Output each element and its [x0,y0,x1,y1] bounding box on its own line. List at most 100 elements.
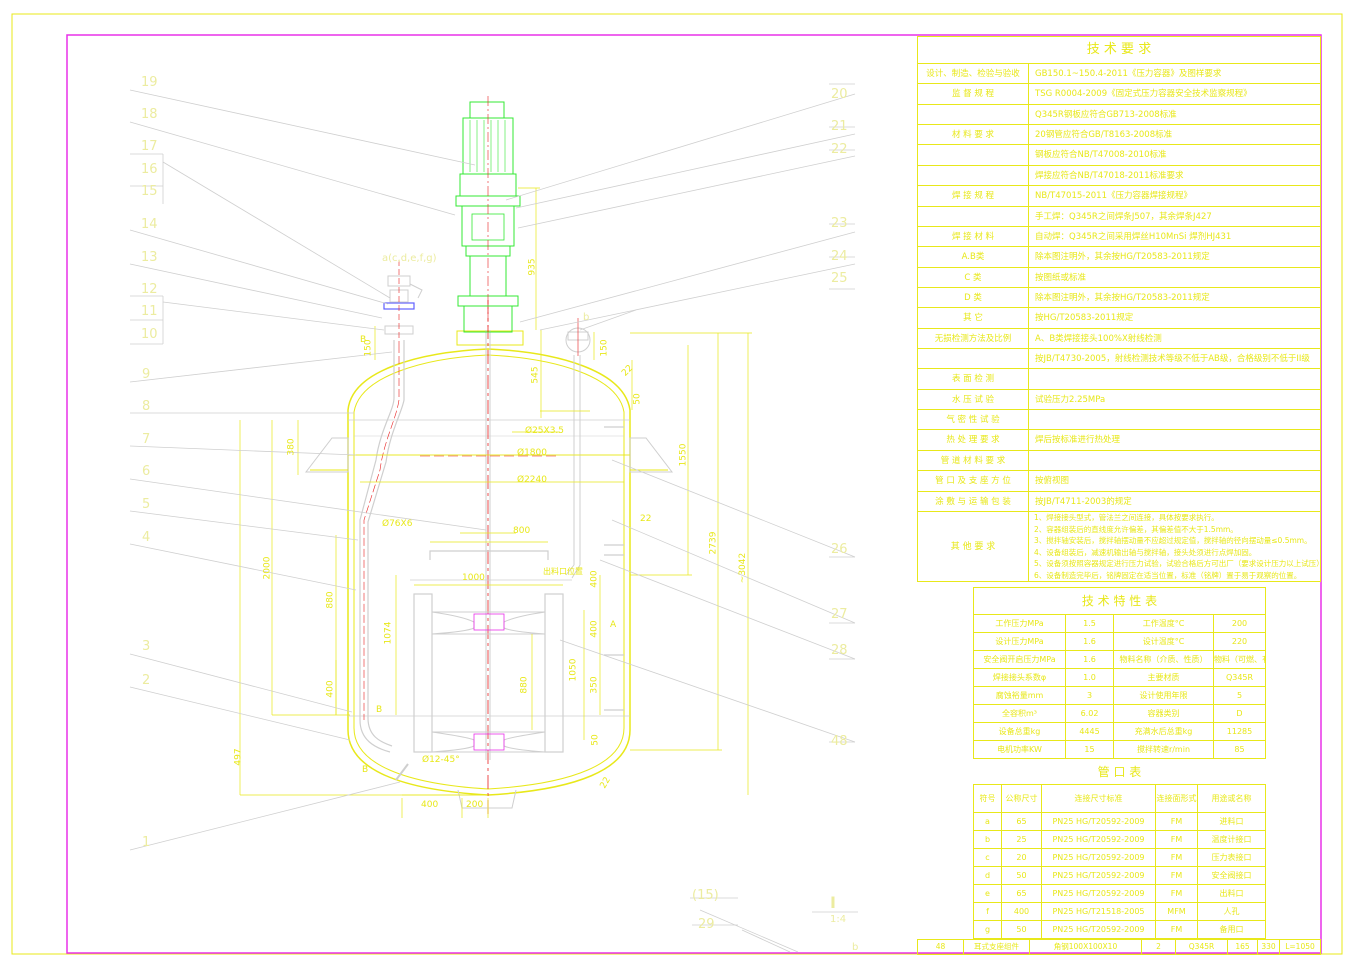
tech-req-label: 水 压 试 验 [918,389,1029,410]
nozzle-callout: a(c,d,e,f,g) [382,253,437,264]
part-label-23: 23 [831,216,848,231]
tech-req-value: 除本图注明外，其余按HG/T20583-2011规定 [1035,292,1210,303]
dim-mark-b2: B [362,765,369,775]
dim-w800: 800 [513,526,531,536]
dim-d76: Ø76X6 [382,519,413,529]
tech-char-cell: 焊接接头系数φ [974,669,1066,686]
dim-h1550: 1550 [678,443,689,467]
dim-h350: 350 [589,676,600,694]
tech-char-cell: 搅拌转速r/min [1114,741,1214,758]
other-req-note: 5、设备须按照容器规定进行压力试验，试验合格后方可出厂（要求设计压力以上试压）。 [1034,559,1320,568]
bom-cell: 48 [918,940,964,954]
tech-req-label: 气 密 性 试 验 [918,410,1029,430]
nozzle-cell: FM [1156,921,1198,938]
part-label-11: 11 [141,304,158,319]
outer-border [11,13,1343,955]
tech-req-value: 按图纸或标准 [1035,272,1087,283]
dim-h3042: ~3042 [738,552,749,584]
tech-req-label: 涂 敷 与 运 输 包 装 [918,491,1029,511]
tech-req-row: 按JB/T4730-2005，射线检测技术等级不低于AB级，合格级别不低于II级 [918,349,1320,370]
tech-char-cell: 安全阀开启压力MPa [974,651,1066,668]
nozzle-cell: FM [1156,831,1198,848]
dim-h497: 497 [233,748,244,766]
nozzle-cell: 人孔 [1223,907,1240,916]
part-label-12: 12 [141,282,158,297]
detail-mark: I [830,893,836,912]
dim-h22c: 22 [598,775,613,791]
nozzle-cell: 出料口 [1219,889,1244,898]
part-label-28: 28 [831,643,848,658]
other-req-note: 4、设备组装后，减速机输出轴与搅拌轴，接头处须进行点焊加固。 [1034,547,1257,557]
dim-h50a: 50 [590,734,601,746]
tech-req-label [918,165,1029,186]
tech-req-label: 焊 接 规 程 [918,186,1029,206]
leader-lines [129,83,858,953]
dim-w400: 400 [421,800,439,810]
other-req-note: 1、焊接接头型式，管法兰之间连接，具体按要求执行。 [1034,513,1219,522]
tech-char-cell: 5 [1236,691,1243,700]
part-label-29: 29 [698,917,715,932]
part-label-4: 4 [142,530,151,545]
tech-req-row: 管 道 材 料 要 求 [918,450,1320,472]
dim-h50b: 50 [632,393,643,405]
tech-char-cell: 设备总重kg [974,723,1066,740]
nozzle-cell: 连接面形式 [1156,785,1198,812]
part-label-9: 9 [142,367,151,382]
tech-req-row: 材 料 要 求 20钢管应符合GB/T8163-2008标准 [918,125,1320,146]
dim-h22: 22 [620,363,636,379]
tech-req-label: 管 道 材 料 要 求 [918,450,1029,471]
bom-cell: 165 [1228,940,1258,954]
tech-char-cell: 1.6 [1066,651,1114,668]
nozzle-cell: 符号 [974,785,1002,812]
tech-req-value: GB150.1~150.4-2011《压力容器》及图样要求 [1035,69,1222,79]
tech-req-label: 表 面 检 测 [918,369,1029,389]
other-req-note: 3、搅拌轴安装后，搅拌轴摆动量不应超过规定值，搅拌轴的径向摆动量≤0.5mm。 [1034,536,1312,545]
tech-req-row: 热 处 理 要 求焊后按标准进行热处理 [918,430,1320,451]
nozzle-cell: 65 [1002,885,1042,902]
nozzle-cell: PN25 HG/T20592-2009 [1042,921,1156,938]
outlet-note: 出料口位置 [543,567,583,576]
part-label-18: 18 [141,107,158,122]
dim-h1074: 1074 [383,621,394,645]
tech-char-cell: 设计温度°C [1114,633,1214,650]
tech-char-cell: 工作压力MPa [974,615,1066,632]
nozzle-cell: PN25 HG/T20592-2009 [1042,849,1156,866]
tech-char-cell: 充满水后总重kg [1114,723,1214,740]
bom-cell: 330 [1258,940,1280,954]
nozzle-cell: FM [1156,867,1198,884]
tech-req-value: 焊接应符合NB/T47018-2011标准要求 [1035,170,1184,181]
tech-req-label: 材 料 要 求 [918,125,1029,145]
bom-cell: Q345R [1176,940,1228,954]
other-req-notes: 1、焊接接头型式，管法兰之间连接，具体按要求执行。 2、容器组装后的直线度允许偏差… [1030,512,1320,581]
dim-w1000: 1000 [462,573,485,583]
nozzle-cell: g [974,921,1002,938]
tech-char-cell: Q345R [1225,673,1254,682]
tech-req-label: A.B类 [918,247,1029,267]
dim-d2240: Ø2240 [517,475,547,485]
other-req-label: 其 他 要 求 [918,512,1029,582]
tech-req-value: 20钢管应符合GB/T8163-2008标准 [1035,130,1173,141]
tech-char-cell: 1.6 [1066,633,1114,650]
tech-requirements-title: 技 术 要 求 [918,37,1320,64]
tech-req-label [918,104,1029,125]
nozzle-cell: 公称尺寸 [1002,785,1042,812]
tech-char-cell: 200 [1231,619,1248,628]
tech-req-row: 表 面 检 测 [918,369,1320,390]
tech-char-cell: 工作温度°C [1114,615,1214,632]
other-req-note: 2、容器组装后的直线度允许偏差，其偏差值不大于1.5mm。 [1034,524,1238,534]
part-label-21: 21 [831,119,848,134]
tech-char-cell: 11285 [1226,727,1253,736]
tech-req-label: 热 处 理 要 求 [918,430,1029,450]
part-label-2: 2 [142,673,151,688]
tech-req-row: Q345R钢板应符合GB713-2008标准 [918,104,1320,126]
part-label-13: 13 [141,250,158,265]
